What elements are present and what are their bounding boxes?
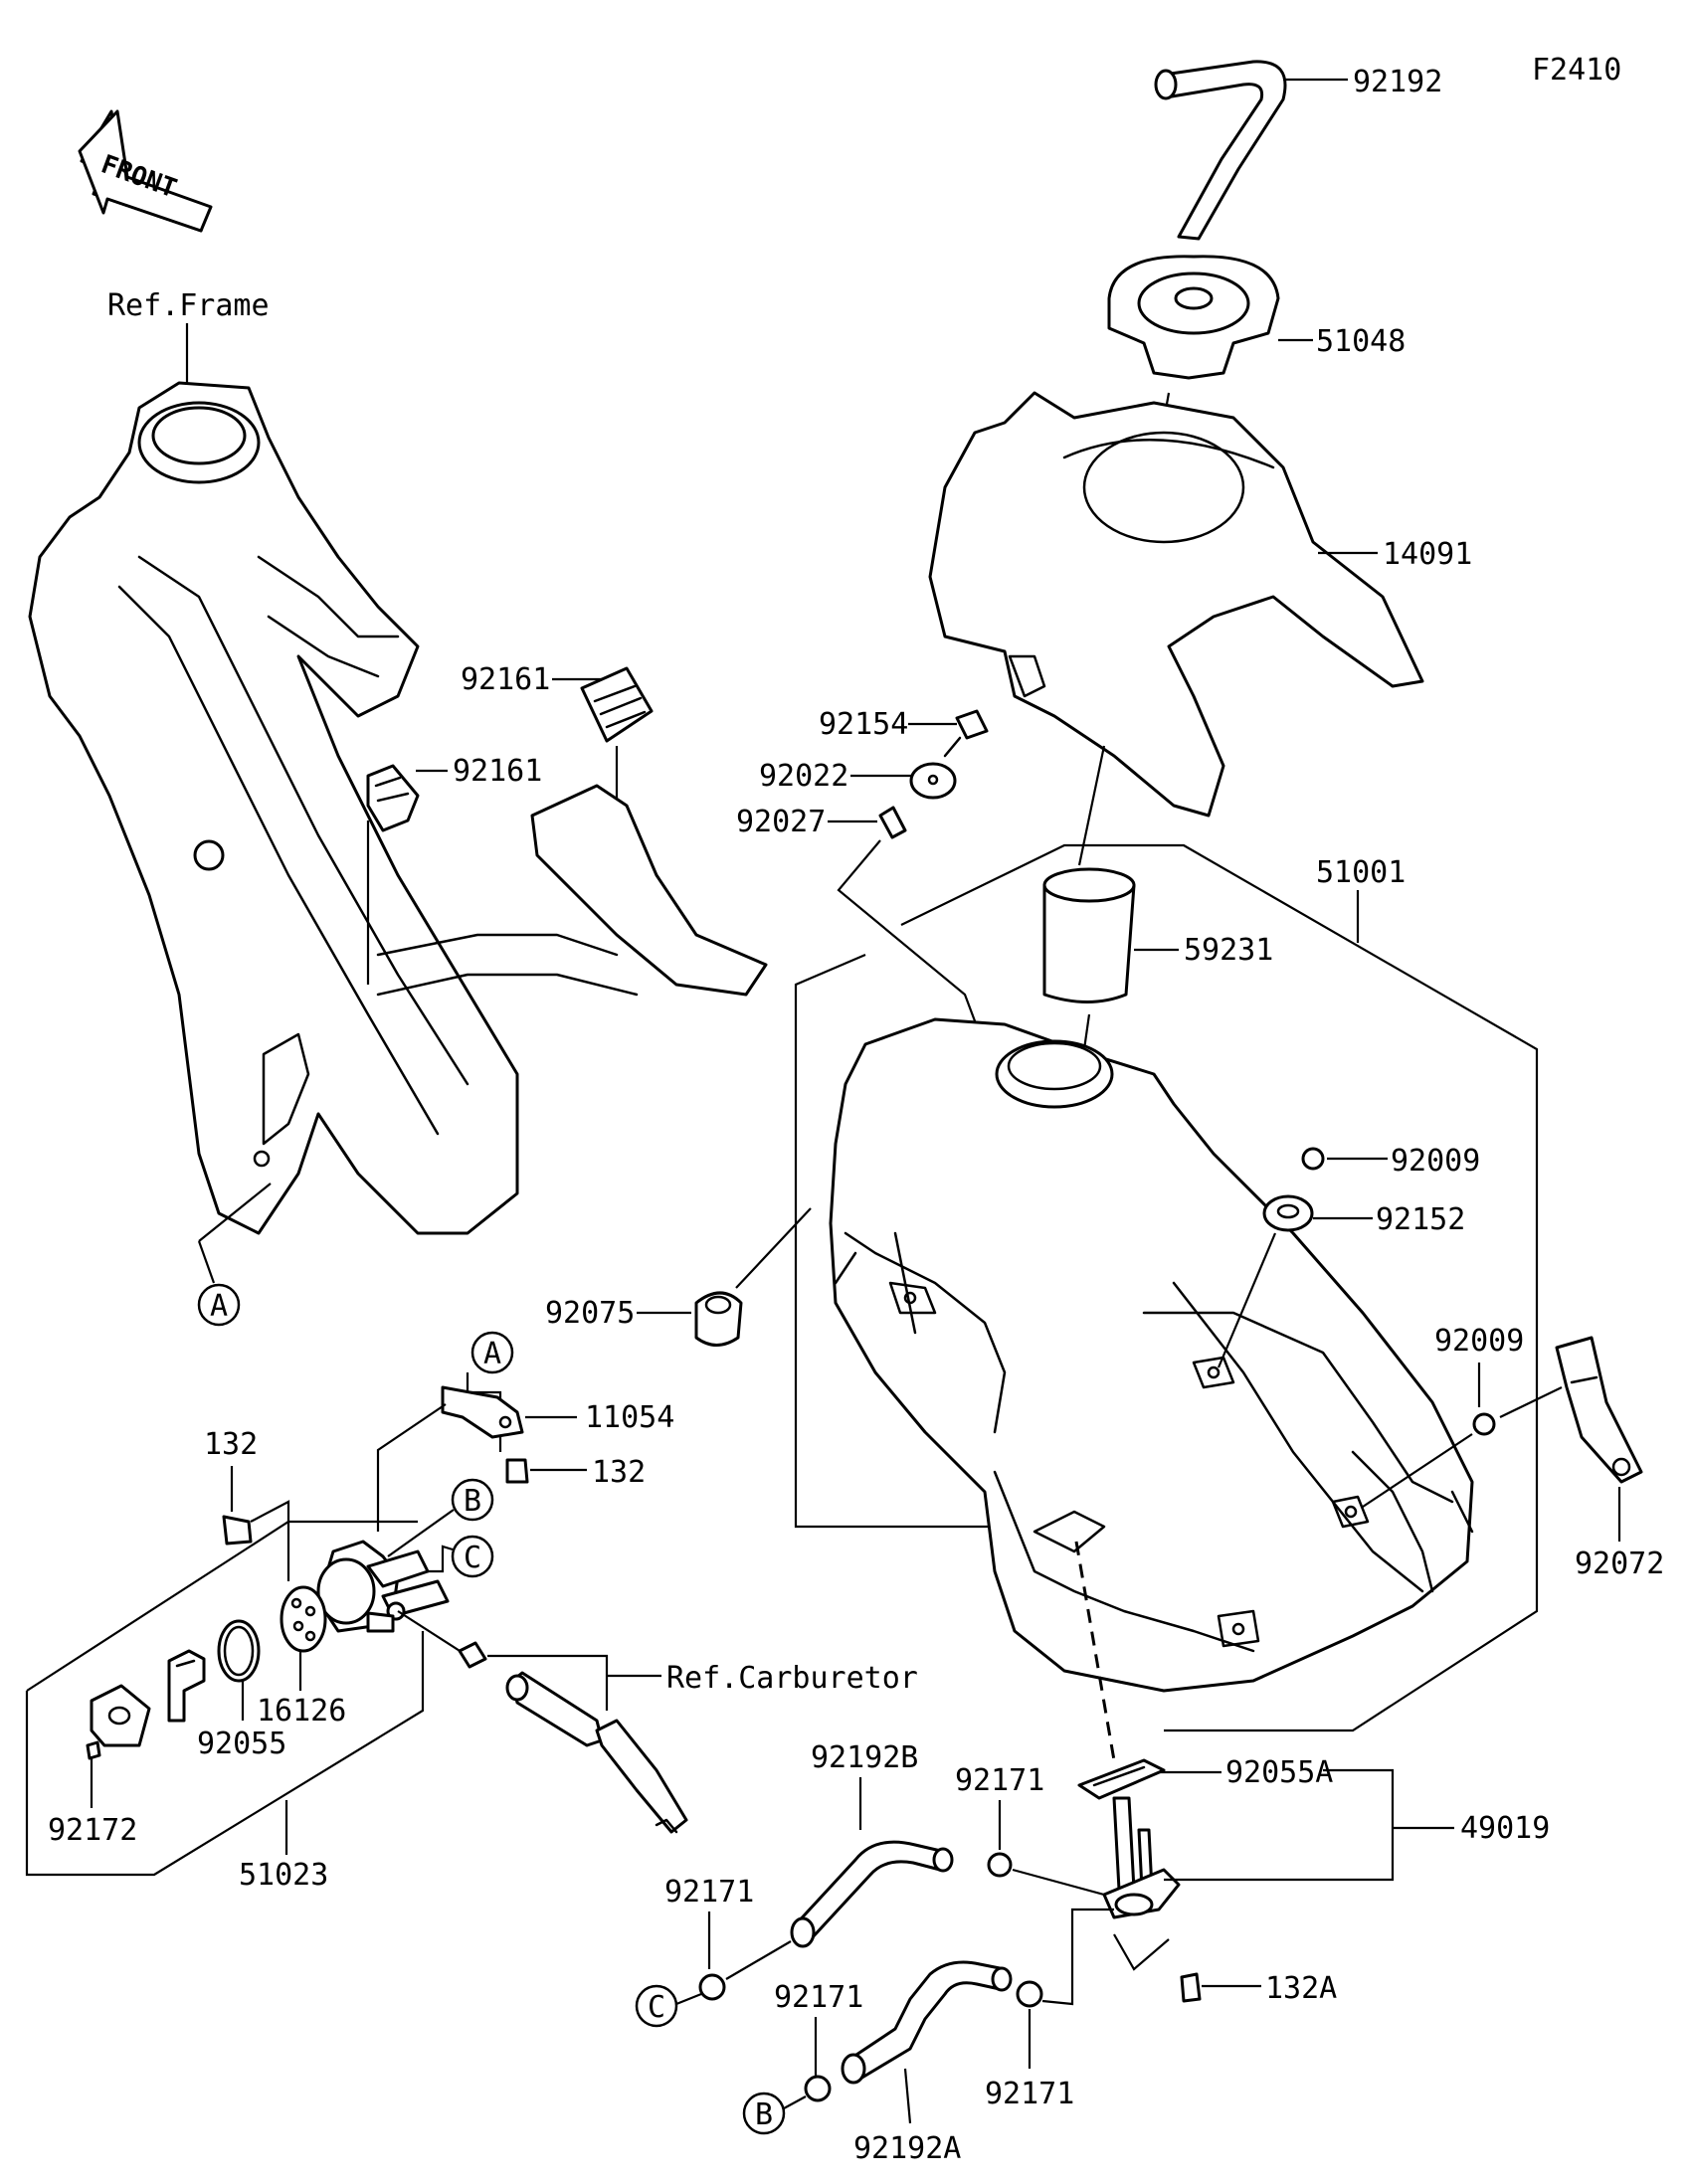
fuel-tank-body xyxy=(829,1017,1474,1693)
part-51048-fuel-cap: 51048 xyxy=(1107,255,1406,478)
part-92009-lower-bolt: 92009 xyxy=(1362,1324,1563,1508)
part-92072-strap: 92072 xyxy=(1555,1336,1664,1581)
callout-c-cock-label: C xyxy=(464,1541,481,1575)
callout-c-cock: C xyxy=(418,1535,494,1578)
part-59231-strainer: 59231 xyxy=(1042,745,1273,1085)
callout-a-bracket-label: A xyxy=(483,1337,501,1371)
callout-b-cock-label: B xyxy=(464,1484,481,1519)
part-92192-label: 92192 xyxy=(1353,65,1442,99)
part-92171-mid-label: 92171 xyxy=(774,1980,863,2015)
part-92171-bottom-label: 92171 xyxy=(985,2077,1074,2111)
part-16126-disc: 16126 xyxy=(257,1585,346,1729)
part-92172-label: 92172 xyxy=(48,1813,137,1848)
part-51001-label: 51001 xyxy=(1316,855,1406,890)
part-92161-upper: 92161 xyxy=(461,662,654,835)
part-92075-damper: 92075 xyxy=(545,1207,812,1347)
part-14091-tank-cover: 14091 xyxy=(928,391,1472,818)
part-11054-label: 11054 xyxy=(585,1400,674,1435)
callout-c-hose xyxy=(635,1984,678,2028)
part-92022-label: 92022 xyxy=(759,759,848,794)
part-92055-o-ring: 92055 xyxy=(197,1619,286,1761)
part-92171-left-clamp: 92171 C xyxy=(635,1875,792,2028)
callout-c-hose-label: C xyxy=(648,1990,665,2025)
ref-frame-label: Ref.Frame xyxy=(107,288,270,323)
part-92072-label: 92072 xyxy=(1575,1547,1664,1581)
front-arrow-icon: FRONT xyxy=(78,109,213,233)
part-92152-grommet: 92152 xyxy=(1217,1194,1465,1368)
part-92161-lower: 92161 xyxy=(366,754,542,985)
part-92172-screw: 92172 xyxy=(48,1740,137,1848)
part-92192a-label: 92192A xyxy=(853,2131,961,2166)
part-59231-label: 59231 xyxy=(1184,933,1273,968)
ref-carburetor-label: Ref.Carburetor xyxy=(666,1661,918,1696)
part-92192-breather-hose: 92192 xyxy=(1154,60,1442,241)
part-132-right-bolt: 132 xyxy=(505,1455,646,1490)
part-92075-label: 92075 xyxy=(545,1296,635,1331)
part-132-right-label: 132 xyxy=(592,1455,646,1490)
part-51048-label: 51048 xyxy=(1316,324,1406,359)
part-16126-label: 16126 xyxy=(257,1694,346,1729)
part-92055a-label: 92055A xyxy=(1225,1755,1333,1790)
frame-illustration: Ref.Frame A xyxy=(28,288,639,1327)
part-lever-diaphragm xyxy=(167,1649,206,1723)
part-92192a-hose: 92192A xyxy=(841,1960,1013,2166)
part-92022-washer: 92022 xyxy=(759,759,957,800)
diagram-code: F2410 xyxy=(1532,53,1621,88)
part-49019-fuel-valve: 49019 xyxy=(1102,1768,1550,1971)
part-132a-bolt: 132A xyxy=(1180,1971,1337,2006)
callout-b-hose xyxy=(742,2092,786,2135)
part-49019-label: 49019 xyxy=(1460,1811,1550,1846)
callout-b-cock: B xyxy=(387,1478,494,1557)
part-92027-collar: 92027 xyxy=(736,805,982,1035)
part-92009-upper-bolt: 92009 xyxy=(1301,1144,1480,1179)
part-92192b-hose: 92192B xyxy=(790,1740,954,1948)
callout-a-frame xyxy=(197,1283,241,1327)
part-92009-lower-label: 92009 xyxy=(1434,1324,1524,1359)
part-92027-label: 92027 xyxy=(736,805,826,839)
part-51001-tank-assembly: 51001 xyxy=(794,843,1539,1732)
part-92171-bottom-clamp: 92171 xyxy=(985,1908,1114,2111)
part-92055-label: 92055 xyxy=(197,1727,286,1761)
part-92161-lower-label: 92161 xyxy=(453,754,542,789)
part-92171-top-clamp: 92171 xyxy=(955,1763,1105,1897)
part-92171-top-label: 92171 xyxy=(955,1763,1044,1798)
part-92171-left-label: 92171 xyxy=(664,1875,754,1910)
part-92152-label: 92152 xyxy=(1376,1202,1465,1237)
callout-a-frame-label: A xyxy=(210,1289,228,1324)
part-132-left-label: 132 xyxy=(204,1427,258,1462)
part-cover-plate xyxy=(90,1684,151,1747)
part-132a-label: 132A xyxy=(1265,1971,1337,2006)
part-11054-bracket: 11054 xyxy=(376,1385,674,1532)
part-92161-upper-label: 92161 xyxy=(461,662,550,697)
part-14091-label: 14091 xyxy=(1383,537,1472,572)
callout-b-hose-label: B xyxy=(755,2097,773,2132)
part-92009-upper-label: 92009 xyxy=(1391,1144,1480,1179)
ref-carburetor-hose: Ref.Carburetor xyxy=(458,1641,918,1834)
part-92154-label: 92154 xyxy=(819,707,908,742)
part-92192b-label: 92192B xyxy=(811,1740,918,1775)
part-92055a-gasket: 92055A xyxy=(1074,1541,1333,1800)
part-92154-bolt: 92154 xyxy=(819,707,989,758)
part-132-left-bolt: 132 xyxy=(204,1427,290,1581)
part-51023-label: 51023 xyxy=(239,1858,328,1893)
part-92171-mid-clamp: 92171 B xyxy=(742,1980,863,2135)
